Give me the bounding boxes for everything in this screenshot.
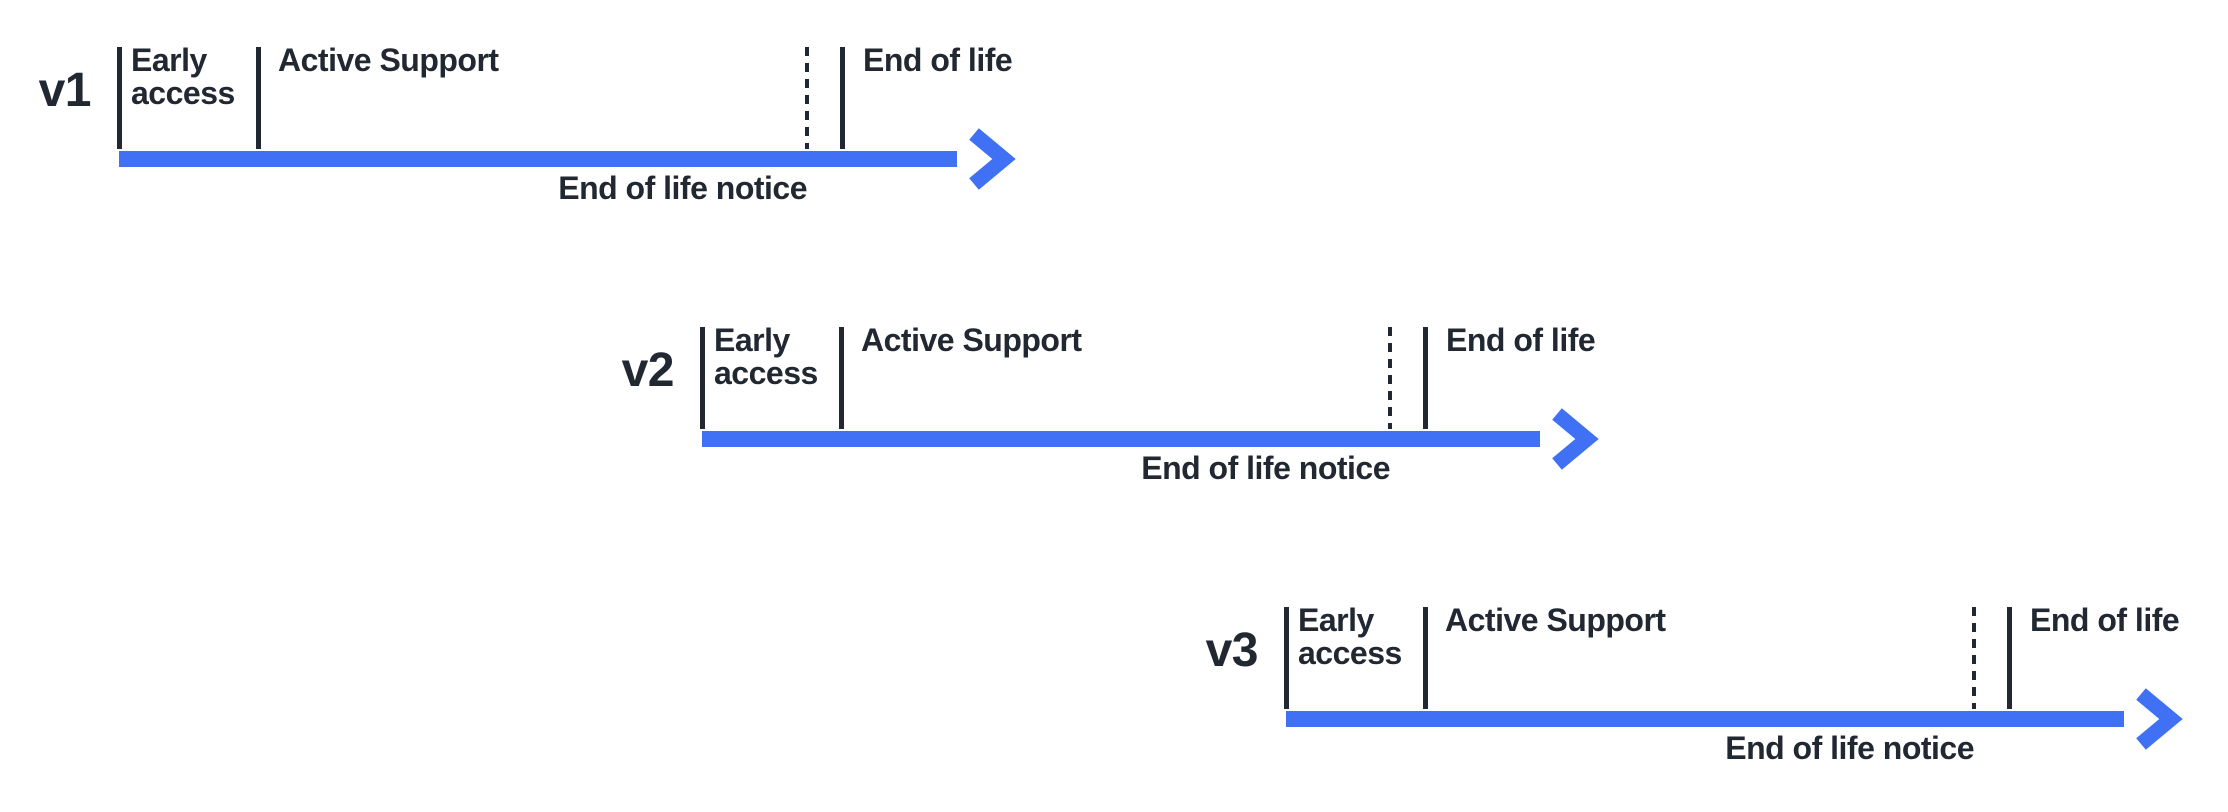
version-label: v3 xyxy=(1205,624,1259,677)
active-support-label: Active Support xyxy=(278,42,499,78)
timeline-row-v1: v1 Early access Active Support End of li… xyxy=(39,42,1029,222)
timeline-row-v2: v2 Early access Active Support End of li… xyxy=(622,322,1612,502)
version-label: v1 xyxy=(38,64,92,117)
end-of-life-tick xyxy=(1423,327,1428,429)
version-label: v2 xyxy=(621,344,675,397)
end-of-life-tick xyxy=(840,47,845,149)
timeline-arrow-bar xyxy=(702,431,1540,447)
arrow-head-icon xyxy=(1552,408,1599,470)
timeline-arrow-bar xyxy=(119,151,957,167)
end-of-life-notice-label: End of life notice xyxy=(1725,730,1974,766)
timeline-arrow-bar xyxy=(1286,711,2124,727)
eol-notice-dashed-tick xyxy=(1388,327,1392,429)
end-of-life-tick xyxy=(2007,607,2012,709)
end-of-life-notice-label: End of life notice xyxy=(558,170,807,206)
active-support-start-tick xyxy=(256,47,261,149)
end-of-life-label: End of life xyxy=(863,42,1013,78)
early-access-start-tick xyxy=(1284,607,1289,709)
early-access-start-tick xyxy=(700,327,705,429)
active-support-label: Active Support xyxy=(861,322,1082,358)
eol-notice-dashed-tick xyxy=(805,47,809,149)
active-support-start-tick xyxy=(1423,607,1428,709)
active-support-start-tick xyxy=(839,327,844,429)
early-access-label: Early access xyxy=(131,42,235,111)
early-access-label: Early access xyxy=(1298,602,1402,671)
end-of-life-notice-label: End of life notice xyxy=(1141,450,1390,486)
end-of-life-label: End of life xyxy=(2030,602,2180,638)
eol-notice-dashed-tick xyxy=(1972,607,1976,709)
timeline-row-v3: v3 Early access Active Support End of li… xyxy=(1206,602,2196,782)
arrow-head-icon xyxy=(969,128,1016,190)
early-access-label: Early access xyxy=(714,322,818,391)
arrow-head-icon xyxy=(2136,688,2183,750)
early-access-start-tick xyxy=(117,47,122,149)
active-support-label: Active Support xyxy=(1445,602,1666,638)
end-of-life-label: End of life xyxy=(1446,322,1596,358)
